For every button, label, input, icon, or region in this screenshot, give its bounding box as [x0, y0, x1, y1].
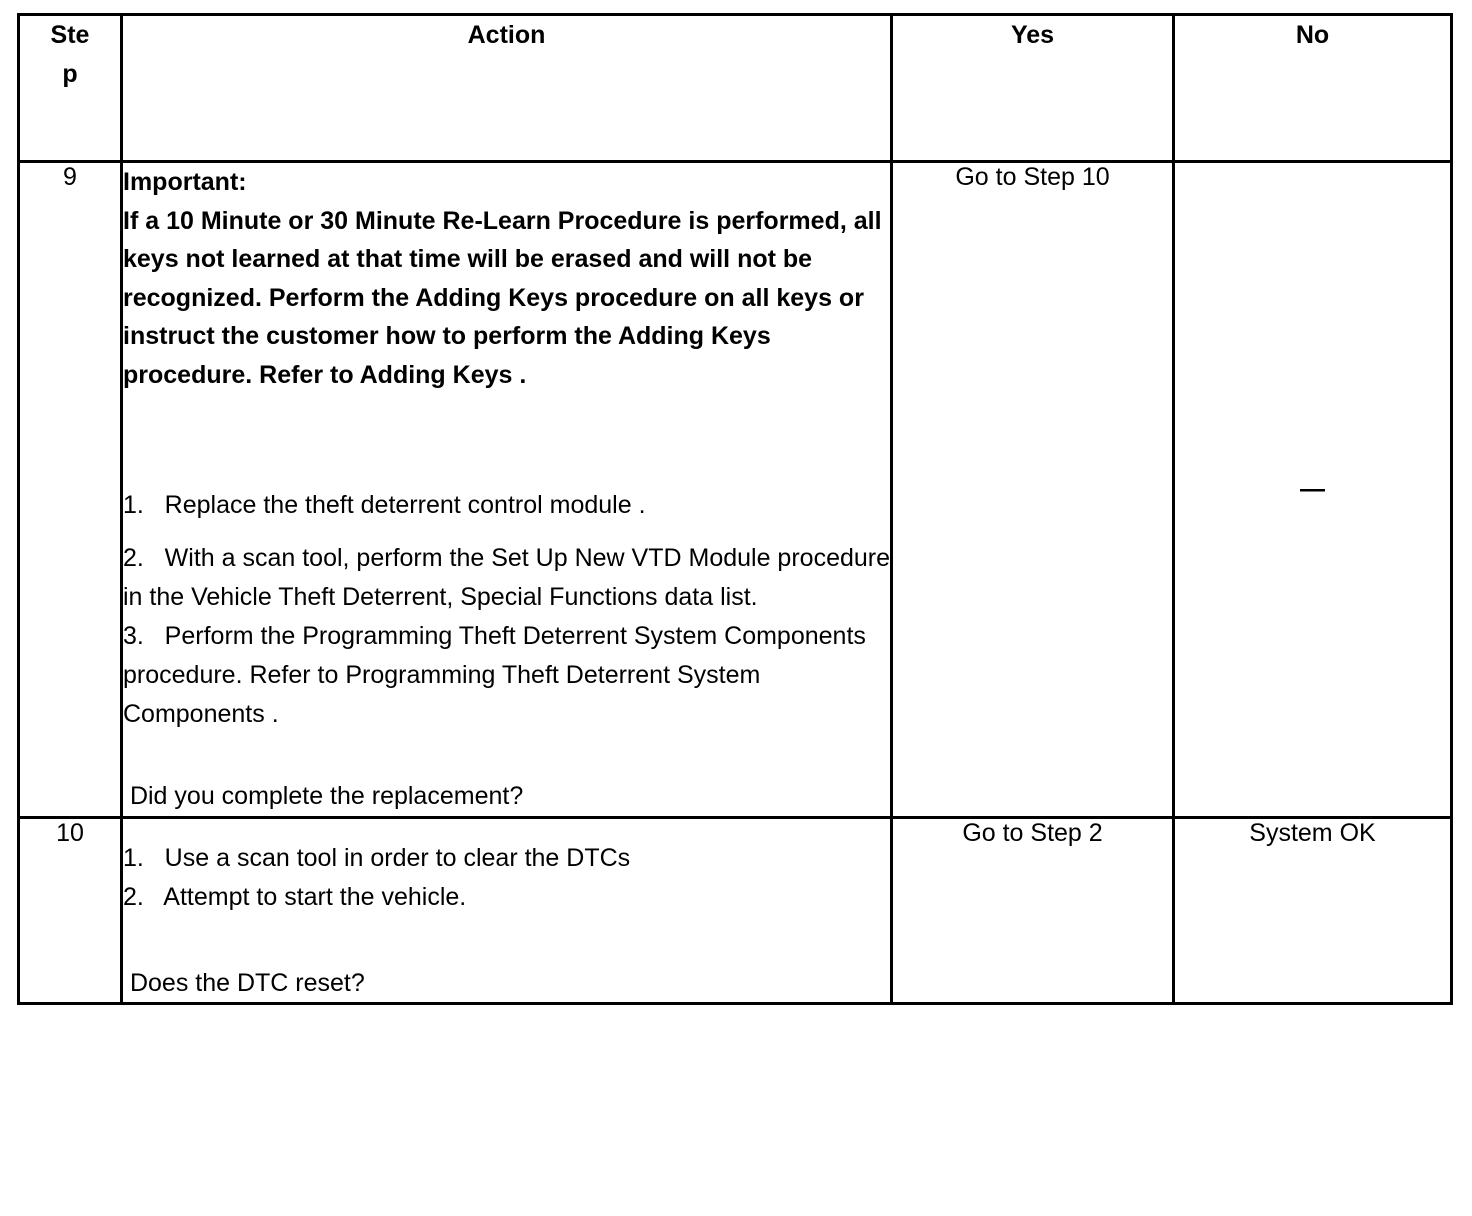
column-header-yes: Yes [890, 13, 1175, 163]
spacer [123, 917, 890, 965]
list-item: 1. Replace the theft deterrent control m… [123, 491, 646, 519]
action-step-list: 1. Use a scan tool in order to clear the… [123, 839, 890, 917]
column-header-action: Action [120, 13, 893, 163]
table-row: 10 1. Use a scan tool in order to clear … [17, 815, 1453, 1005]
diagnostic-step-table: Step Action Yes No 9 Important: If a 10 … [17, 13, 1453, 1005]
yes-answer-cell[interactable]: Go to Step 2 [890, 815, 1175, 1005]
yes-answer-cell[interactable]: Go to Step 10 [890, 160, 1175, 819]
em-dash: — [1300, 474, 1325, 503]
step-number: 9 [17, 160, 123, 819]
column-header-no: No [1172, 13, 1453, 163]
column-header-step: Step [17, 13, 123, 163]
list-item: 1. Use a scan tool in order to clear the… [123, 843, 631, 872]
step-number: 10 [17, 815, 123, 1005]
table-row: 9 Important: If a 10 Minute or 30 Minute… [17, 160, 1453, 819]
action-question: Does the DTC reset? [123, 968, 365, 997]
list-item: 3. Perform the Programming Theft Deterre… [123, 622, 873, 728]
table-header-row: Step Action Yes No [17, 13, 1453, 163]
list-item: 2. Attempt to start the vehicle. [123, 882, 467, 911]
important-body: If a 10 Minute or 30 Minute Re-Learn Pro… [123, 206, 882, 389]
important-label: Important: [123, 168, 247, 196]
action-cell: Important: If a 10 Minute or 30 Minute R… [120, 160, 893, 819]
action-cell: 1. Use a scan tool in order to clear the… [120, 815, 893, 1005]
column-header-step-label: Step [50, 21, 90, 88]
no-answer-cell[interactable]: System OK [1172, 815, 1453, 1005]
spacer [123, 734, 890, 778]
action-question: Did you complete the replacement? [123, 782, 524, 810]
no-answer-cell: — [1172, 160, 1453, 819]
important-notice: Important: If a 10 Minute or 30 Minute R… [123, 163, 890, 394]
spacer [123, 394, 890, 486]
list-item: 2. With a scan tool, perform the Set Up … [123, 544, 897, 611]
action-step-list: 1. Replace the theft deterrent control m… [123, 486, 890, 734]
